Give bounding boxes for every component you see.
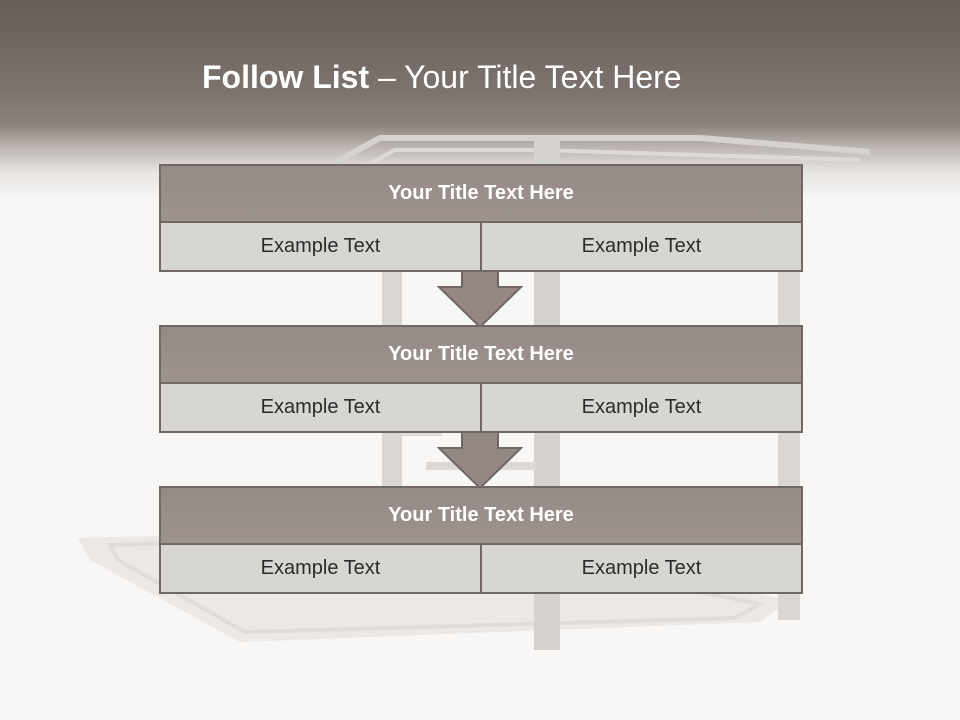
- block-cell-right: Example Text: [480, 223, 801, 270]
- block-row: Example Text Example Text: [161, 384, 801, 431]
- slide-title-separator: –: [377, 59, 396, 95]
- block-heading: Your Title Text Here: [161, 166, 801, 223]
- slide-title: Follow List – Your Title Text Here: [202, 55, 682, 99]
- block-cell-right: Example Text: [480, 545, 801, 592]
- slide-title-bold: Follow List: [202, 59, 370, 95]
- list-block-2: Your Title Text Here Example Text Exampl…: [159, 325, 803, 433]
- block-cell-right: Example Text: [480, 384, 801, 431]
- list-block-1: Your Title Text Here Example Text Exampl…: [159, 164, 803, 272]
- slide-title-rest: Your Title Text Here: [404, 59, 682, 95]
- block-heading: Your Title Text Here: [161, 327, 801, 384]
- block-cell-left: Example Text: [161, 384, 480, 431]
- block-heading: Your Title Text Here: [161, 488, 801, 545]
- list-block-3: Your Title Text Here Example Text Exampl…: [159, 486, 803, 594]
- down-arrow-icon: [437, 431, 523, 490]
- block-row: Example Text Example Text: [161, 545, 801, 592]
- down-arrow-icon: [437, 270, 523, 329]
- block-cell-left: Example Text: [161, 223, 480, 270]
- block-row: Example Text Example Text: [161, 223, 801, 270]
- block-cell-left: Example Text: [161, 545, 480, 592]
